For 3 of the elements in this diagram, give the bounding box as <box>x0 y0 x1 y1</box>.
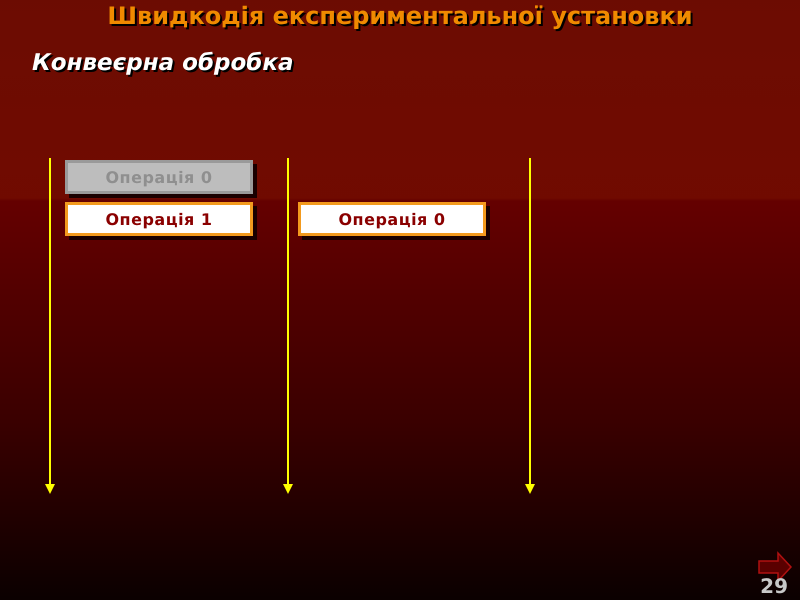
page-number: 29 <box>760 574 788 598</box>
slide-subtitle: Конвеєрна обробка <box>32 50 294 76</box>
slide-title: Швидкодія експериментальної установки <box>106 2 694 30</box>
